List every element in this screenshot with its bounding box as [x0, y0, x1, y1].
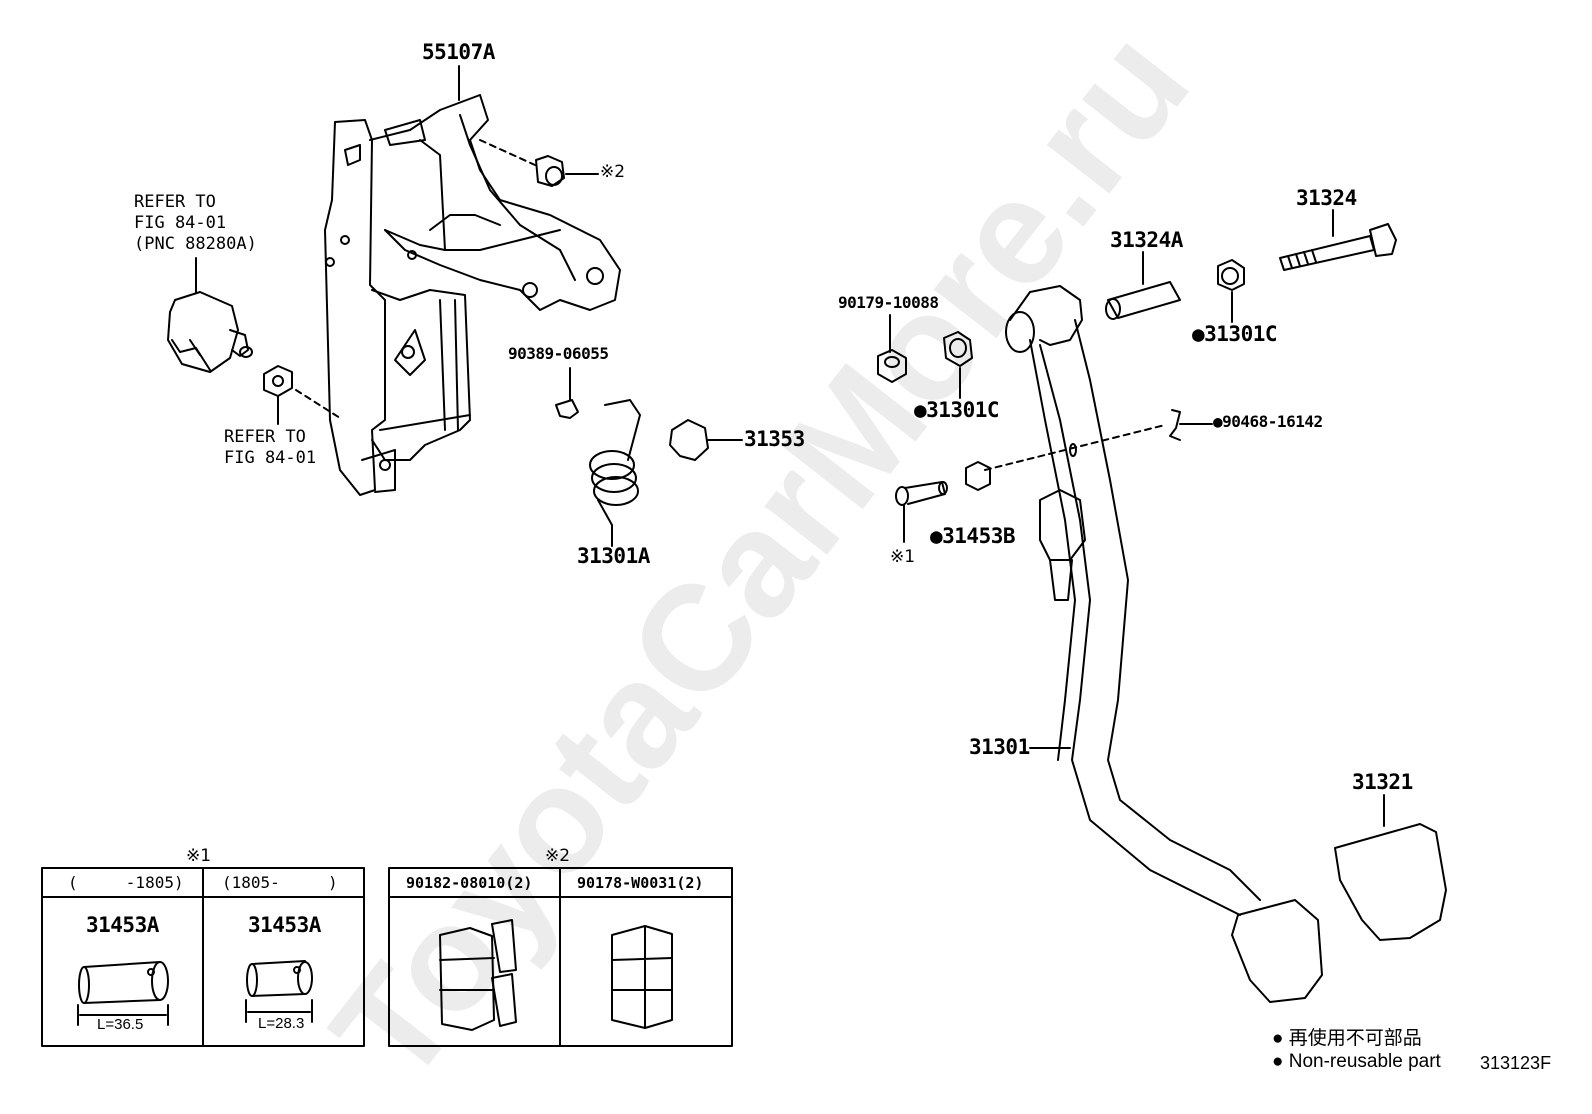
- flange-nut-2: [535, 155, 565, 187]
- collar-31324a: [1105, 281, 1181, 320]
- bush-31301c-1: [943, 331, 973, 367]
- label-mark2-nut: ※2: [600, 162, 626, 182]
- label-31301: 31301: [969, 735, 1030, 759]
- table1-col2-part: 31453A: [248, 913, 321, 937]
- table1-col2-header: (1805- ): [222, 873, 338, 892]
- table2-mark: ※2: [545, 846, 571, 866]
- label-31324a: 31324A: [1110, 228, 1183, 252]
- label-31321: 31321: [1352, 770, 1413, 794]
- table2-col2-header: 90178-W0031(2): [577, 874, 704, 892]
- bolt-31324: [1279, 223, 1397, 271]
- label-55107a: 55107A: [422, 40, 495, 64]
- refer-fig-84-01-pnc: REFER TO FIG 84-01 (PNC 88280A): [134, 192, 257, 254]
- return-spring-31301a: [589, 399, 641, 526]
- label-31301a: 31301A: [577, 544, 650, 568]
- table1-col1-part: 31453A: [86, 913, 159, 937]
- label-31301c-1: ●31301C: [914, 398, 1000, 422]
- legend-non-reusable-en: ● Non-reusable part: [1272, 1051, 1441, 1072]
- label-90179-10088: 90179-10088: [838, 293, 939, 312]
- clevis-pin-1: [895, 481, 948, 506]
- hex-nut: [263, 365, 293, 397]
- table-mark1-frame: [41, 867, 365, 1047]
- table1-col1-header: ( -1805): [68, 873, 184, 892]
- cushion-31353: [669, 419, 709, 461]
- pedal-bracket-55107a: [324, 94, 621, 496]
- table2-col1-header: 90182-08010(2): [406, 874, 533, 892]
- label-90389-06055: 90389-06055: [508, 344, 609, 363]
- label-mark1-pin: ※1: [890, 547, 916, 567]
- clip-90389-06055: [555, 399, 579, 419]
- label-90468-16142: ●90468-16142: [1213, 412, 1323, 431]
- nut-90179-10088: [877, 349, 907, 383]
- brake-pedal-31301: [1005, 285, 1323, 1003]
- table-mark2-frame: [388, 867, 733, 1047]
- refer-fig-84-01: REFER TO FIG 84-01: [224, 427, 317, 468]
- dash-nut-2: [479, 139, 536, 166]
- label-31453b: ●31453B: [930, 524, 1016, 548]
- legend-non-reusable-ja: ● 再使用不可部品: [1272, 1028, 1422, 1049]
- table1-mark: ※1: [186, 846, 212, 866]
- table1-col1-length: L=36.5: [97, 1016, 144, 1033]
- table1-col2-length: L=28.3: [258, 1015, 305, 1032]
- pedal-pad-31321: [1334, 823, 1447, 941]
- bush-31301c-2: [1217, 259, 1245, 291]
- figure-code: 313123F: [1480, 1053, 1552, 1073]
- clip-90468-16142: [1169, 409, 1181, 441]
- stop-lamp-switch: [167, 291, 253, 373]
- bush-31453b: [965, 461, 991, 491]
- label-31301c-2: ●31301C: [1192, 322, 1278, 346]
- label-31324: 31324: [1296, 186, 1357, 210]
- dash-nut: [295, 389, 341, 419]
- label-31353: 31353: [744, 427, 805, 451]
